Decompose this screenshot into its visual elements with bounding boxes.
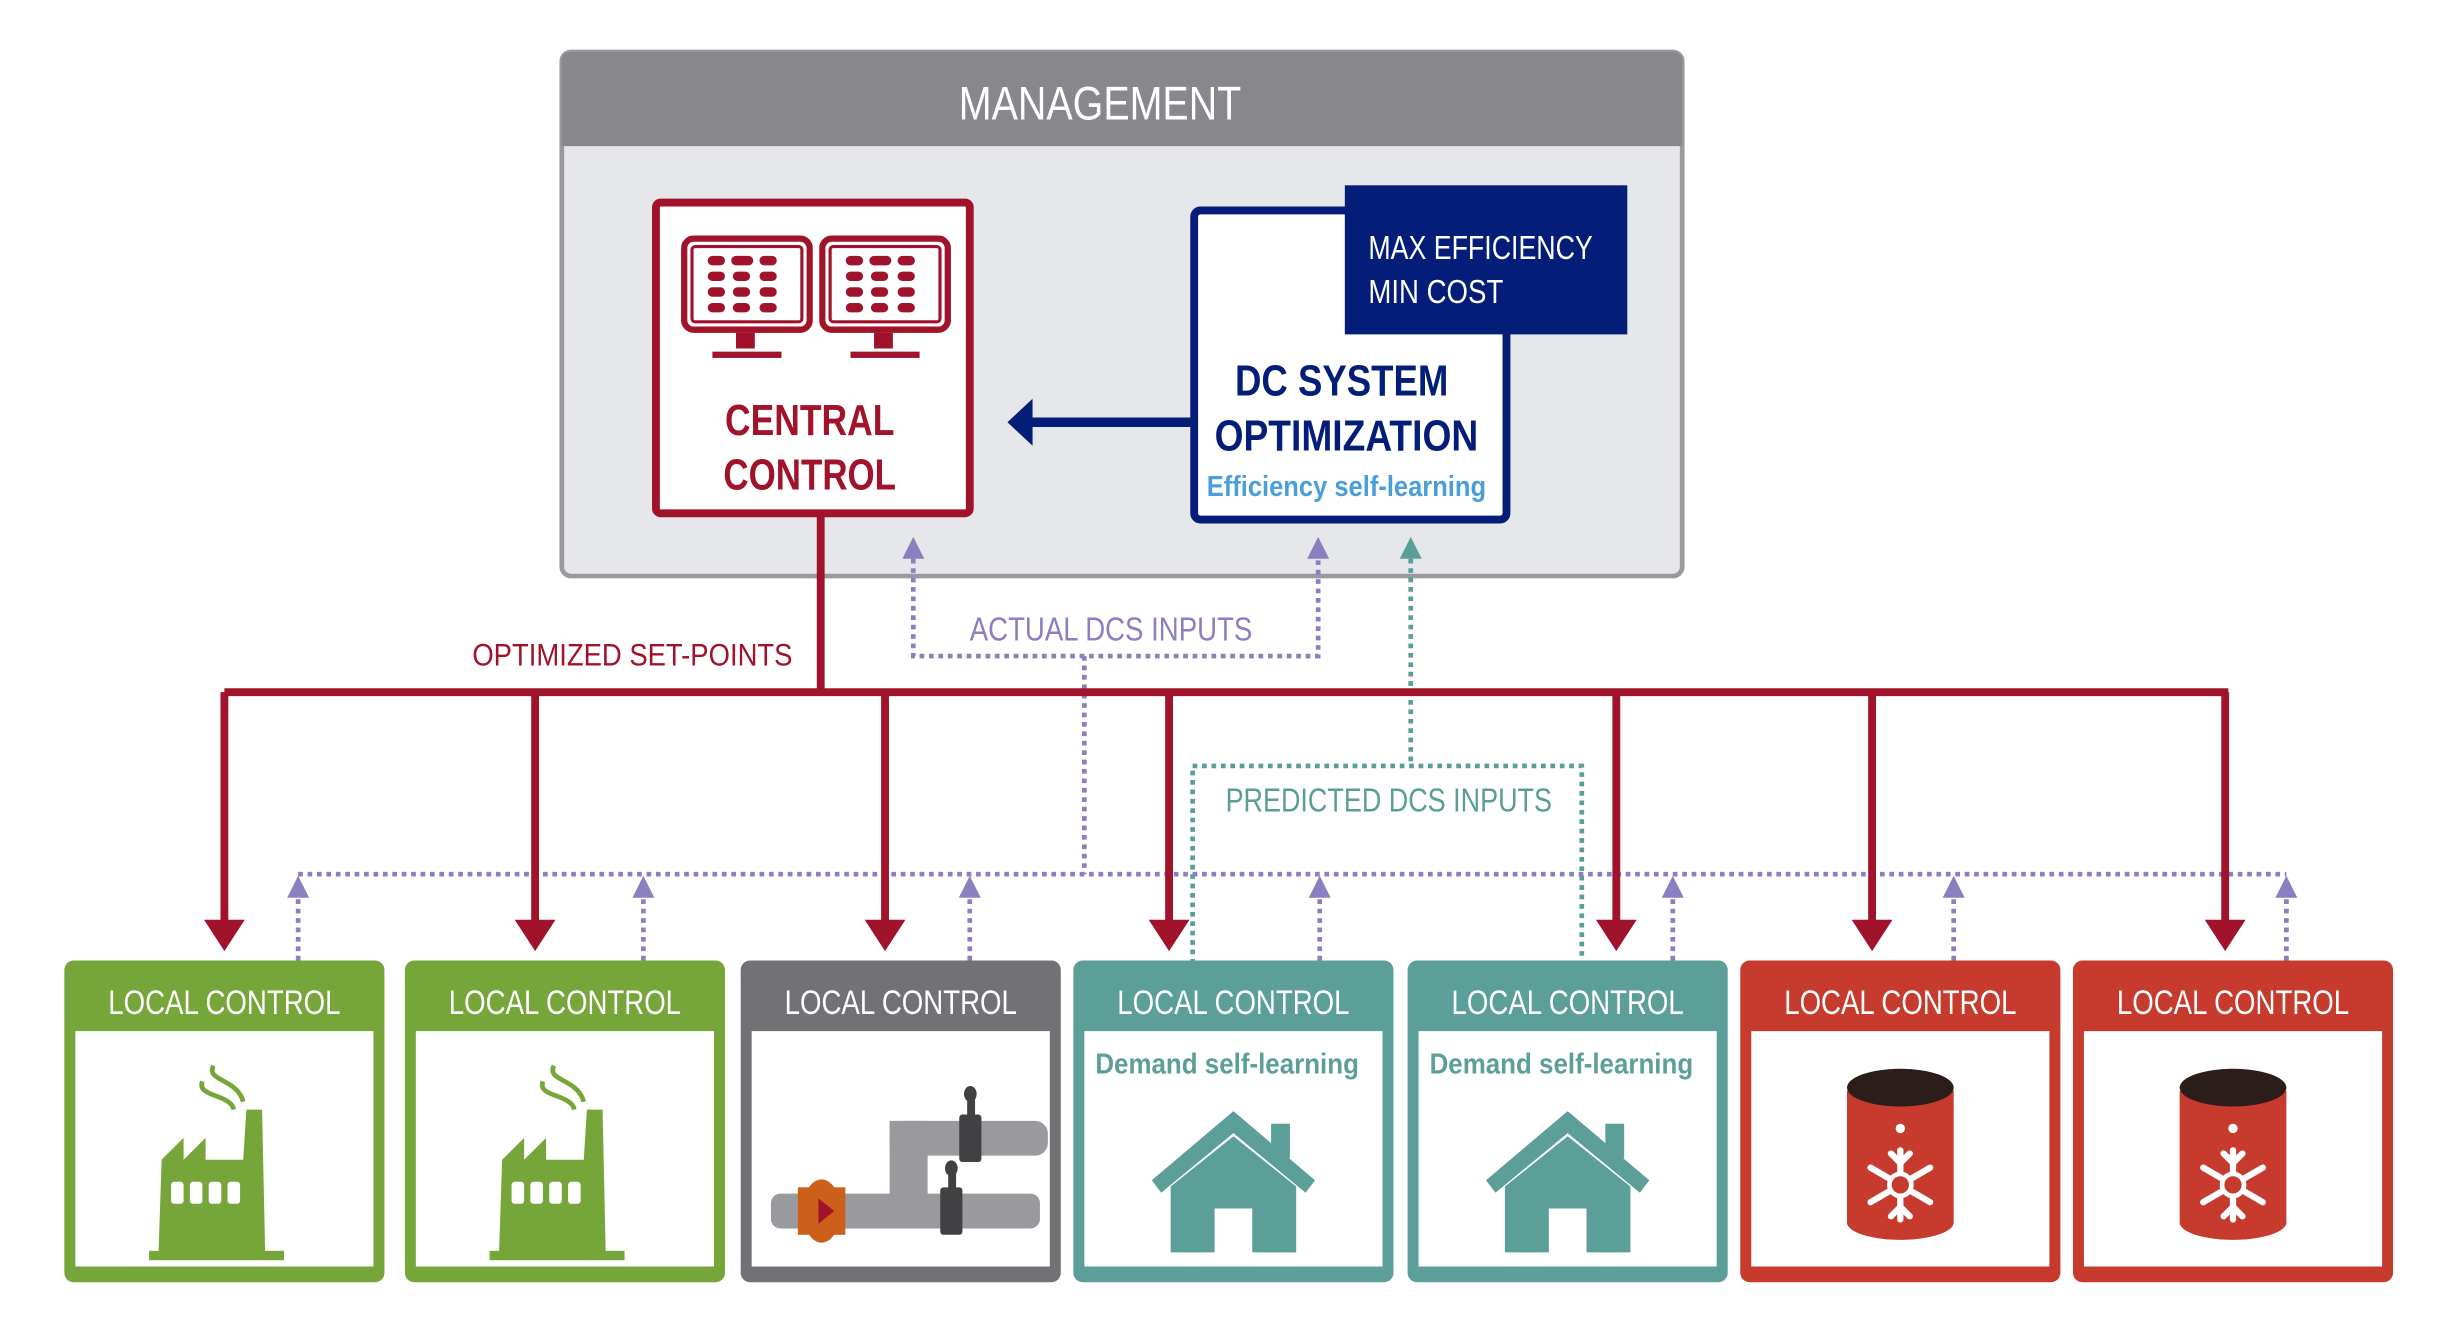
local-control-box[interactable]: LOCAL CONTROL [64,960,385,1283]
local-control-subtitle: Demand self-learning [1430,1047,1694,1079]
actual-input-arrowheads [902,536,1330,559]
optimized-set-points-label: OPTIMIZED SET-POINTS [472,637,792,672]
local-control-box[interactable]: LOCAL CONTROL [404,960,725,1283]
local-control-title: LOCAL CONTROL [449,984,681,1022]
cold-storage-tank-icon [1847,1069,1954,1240]
actual-input-arrowhead [1661,875,1684,898]
local-control-title: LOCAL CONTROL [108,984,340,1022]
cold-storage-tank-icon [2180,1069,2287,1240]
objective-max-efficiency: MAX EFFICIENCY [1368,229,1592,266]
actual-input-arrowhead [632,875,655,898]
set-point-arrowhead [1148,919,1190,952]
optimized-set-points-lines [220,514,2230,926]
local-control-title: LOCAL CONTROL [1452,984,1684,1022]
central-control-box[interactable]: CENTRAL CONTROL [652,198,974,518]
objective-min-cost: MIN COST [1368,273,1503,310]
actual-input-arrowhead [287,875,310,898]
central-control-label-line1: CENTRAL [725,396,894,445]
local-control-box[interactable]: LOCAL CONTROL [740,960,1061,1283]
actual-input-arrowhead [1308,875,1331,898]
actual-dcs-inputs-lines [295,558,2289,961]
predicted-dcs-inputs-label: PREDICTED DCS INPUTS [1226,781,1552,818]
actual-input-arrowhead [2275,875,2298,898]
set-point-arrowhead [204,919,245,952]
set-point-arrowhead [514,919,556,952]
central-control-label-line2: CONTROL [723,451,896,500]
local-control-title: LOCAL CONTROL [1117,984,1349,1022]
objectives-box [1344,185,1628,335]
local-control-box[interactable]: LOCAL CONTROL Demand self-learning [1073,960,1394,1283]
local-control-subtitle: Demand self-learning [1095,1047,1359,1079]
predicted-input-arrowhead [1399,536,1422,559]
optimization-label-line1: DC SYSTEM [1235,357,1448,406]
management-title: MANAGEMENT [959,76,1241,129]
optimization-label-line2: OPTIMIZATION [1215,412,1479,461]
optimization-to-central-arrow [1007,398,1193,446]
actual-dcs-inputs-label: ACTUAL DCS INPUTS [970,610,1252,647]
local-control-title: LOCAL CONTROL [2117,984,2349,1022]
local-control-box[interactable]: LOCAL CONTROL Demand self-learning [1407,960,1728,1283]
set-point-arrowhead [2204,919,2246,952]
set-point-arrowhead [1851,919,1893,952]
actual-input-arrowhead [1942,875,1965,898]
actual-input-arrowhead [958,875,981,898]
local-control-box[interactable]: LOCAL CONTROL [1740,960,2061,1283]
local-control-box[interactable]: LOCAL CONTROL [2072,960,2394,1283]
optimization-subtitle: Efficiency self-learning [1207,470,1486,502]
dc-system-optimization-box[interactable]: MAX EFFICIENCY MIN COST DC SYSTEM OPTIMI… [1190,185,1628,524]
set-point-arrowhead [1595,919,1637,952]
set-point-arrowhead [864,919,906,952]
local-control-title: LOCAL CONTROL [785,984,1017,1022]
local-control-title: LOCAL CONTROL [1784,984,2016,1022]
